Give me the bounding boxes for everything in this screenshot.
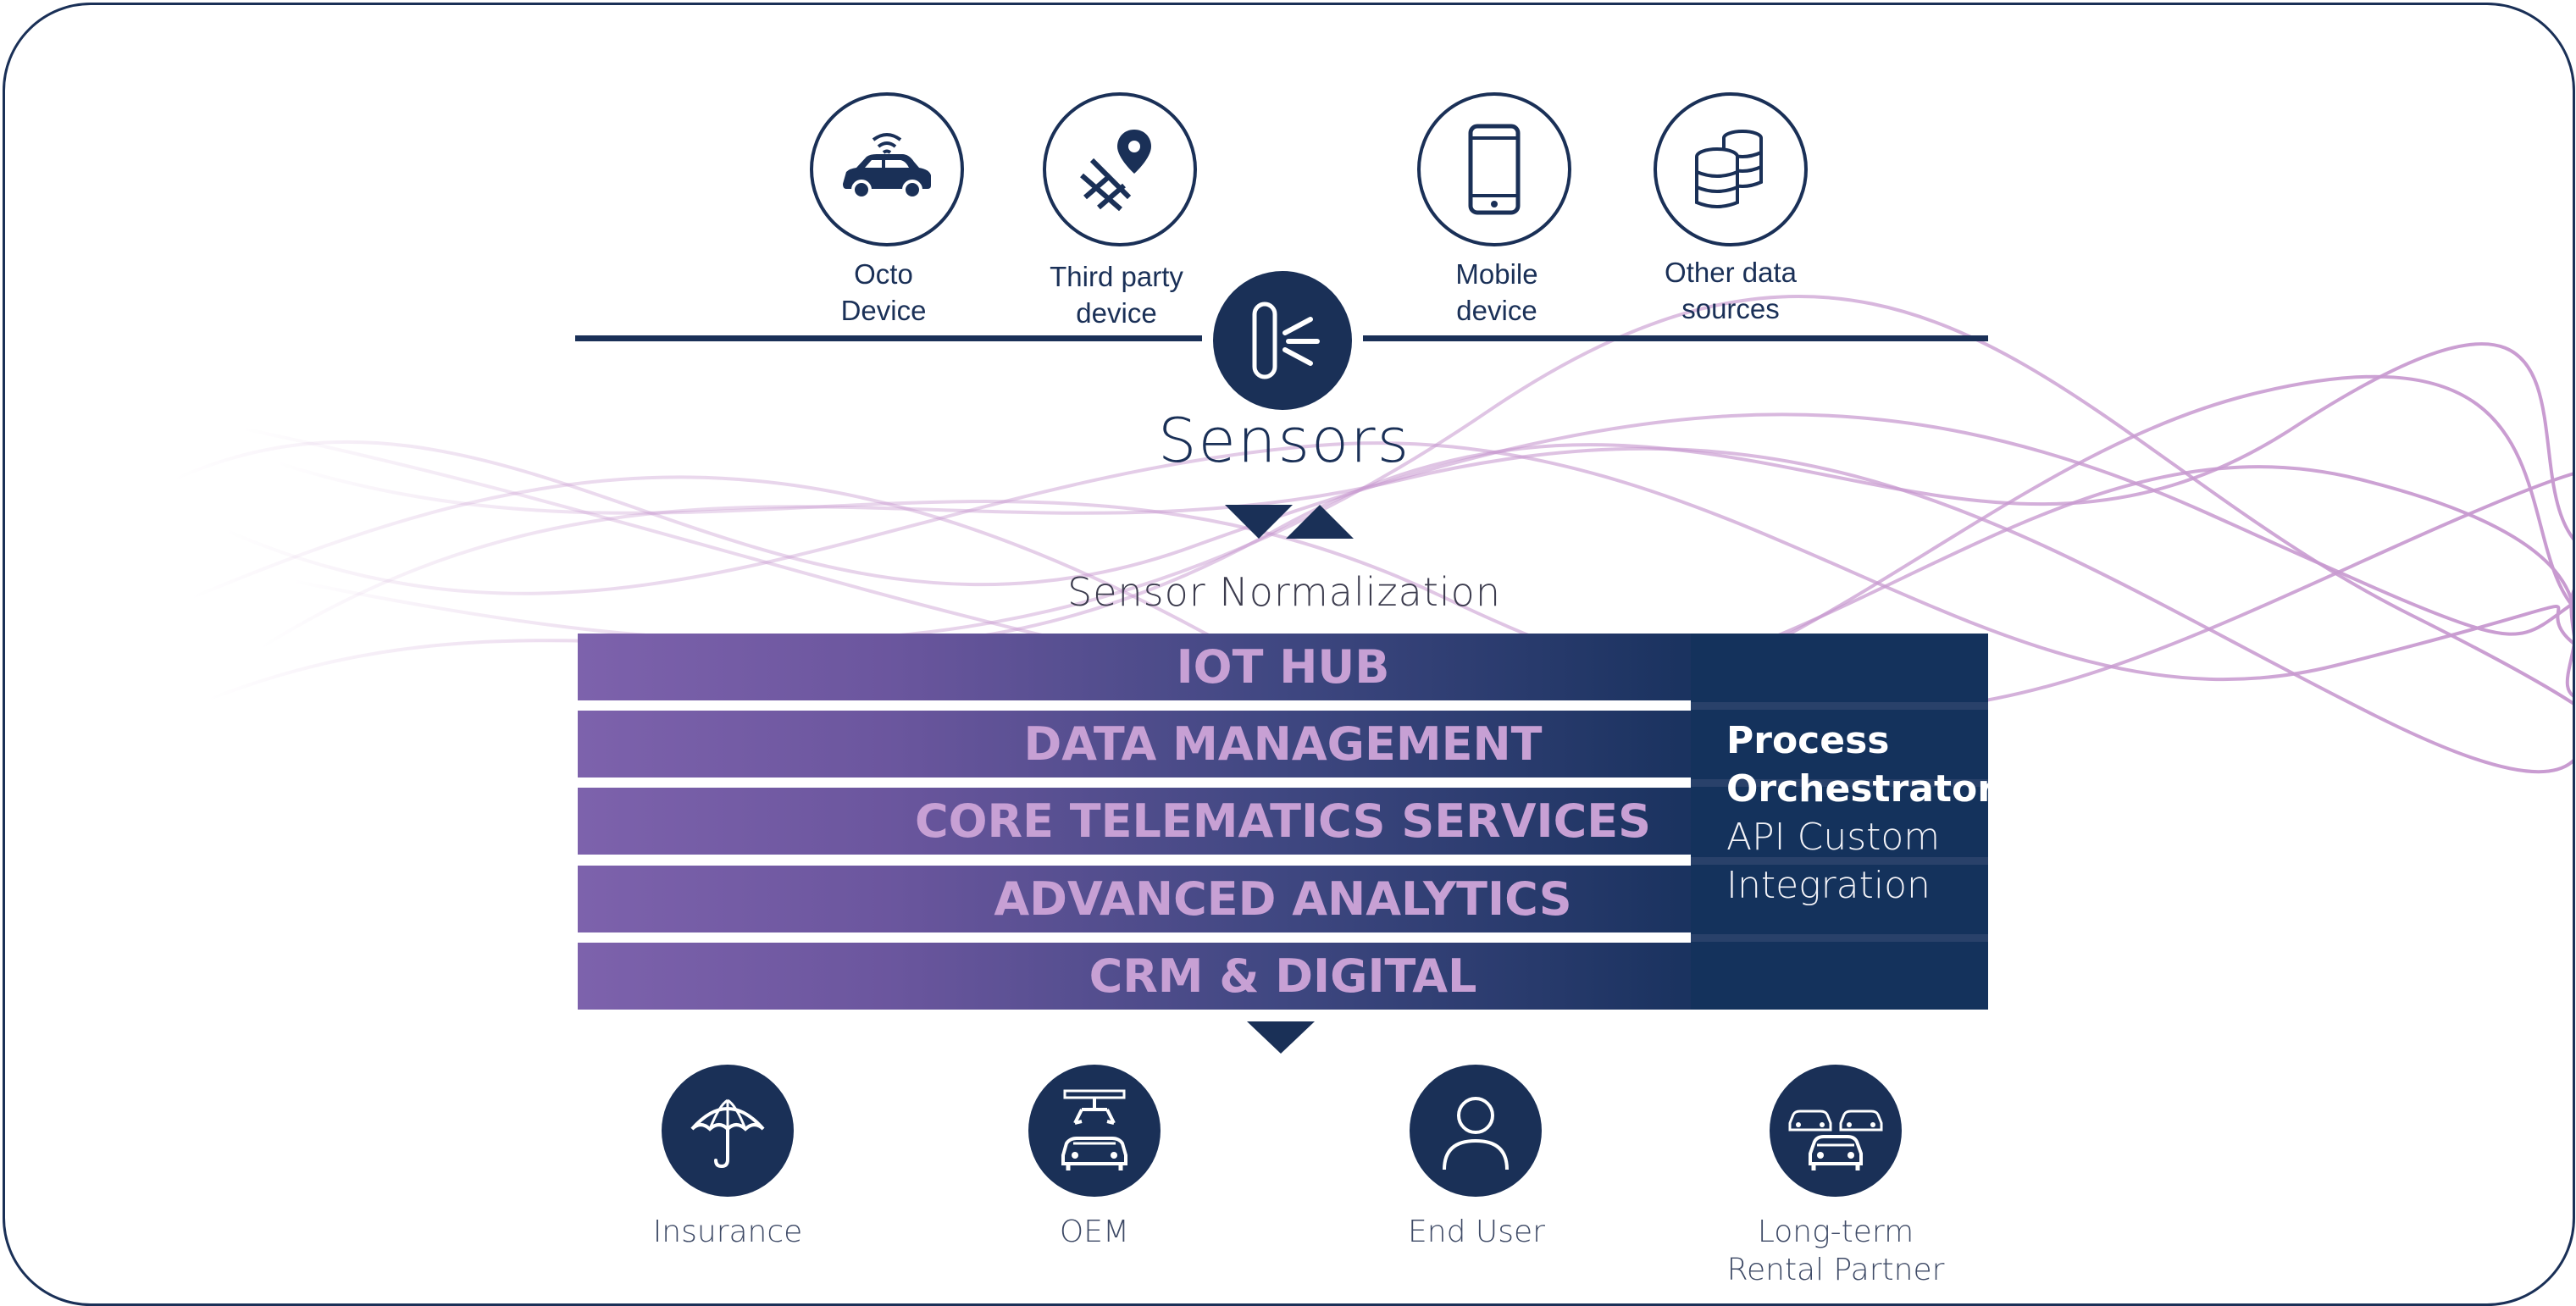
process-orchestrator-panel (1691, 634, 1988, 1010)
sources-line-right (1363, 335, 1988, 341)
sensor-arrows (1225, 505, 1354, 539)
customer-end-user-icon-circle (1410, 1065, 1542, 1197)
customer-label-long-term-rental-partner: Long-term Rental Partner (1726, 1215, 1945, 1287)
source-mobile-icon-circle (1417, 92, 1571, 246)
source-label-octo-device: Octo Device (840, 258, 927, 326)
sensor-signal-icon (1252, 302, 1320, 379)
source-label-third-party-device: Third party device (1050, 261, 1183, 329)
process-orchestrator-text: Process Orchestrator API Custom Integrat… (1726, 719, 1996, 907)
database-icon (1695, 130, 1763, 208)
sensors-hub-circle (1213, 271, 1352, 410)
car-fleet-icon (1788, 1110, 1883, 1170)
source-label-other-data-sources: Other data sources (1665, 257, 1797, 324)
map-pin-road-icon (1080, 130, 1151, 212)
sensors-title: Sensors (1157, 405, 1411, 476)
customer-rental-partner-icon-circle (1770, 1065, 1902, 1197)
user-icon (1443, 1097, 1509, 1170)
car-wifi-icon (843, 133, 931, 200)
customer-label-end-user: End User (1408, 1215, 1545, 1249)
arrow-down-icon (1225, 505, 1293, 539)
sources-line-left (575, 335, 1202, 341)
customer-oem-icon-circle (1028, 1065, 1161, 1197)
arrow-up-icon (1286, 505, 1354, 539)
source-third-party-icon-circle (1043, 92, 1197, 246)
smartphone-icon (1468, 124, 1521, 215)
customer-label-oem: OEM (1059, 1215, 1130, 1249)
source-other-data-icon-circle (1654, 92, 1808, 246)
robot-arm-car-icon (1061, 1089, 1127, 1170)
output-arrow-down-icon (1247, 1021, 1315, 1054)
customer-label-insurance: Insurance (652, 1215, 803, 1249)
sensor-normalization-label: Sensor Normalization (1067, 569, 1501, 615)
source-label-mobile-device: Mobile device (1455, 258, 1538, 326)
diagram-frame: Octo Device Third party device Mobile de… (3, 3, 2575, 1306)
customer-insurance-icon-circle (662, 1065, 794, 1197)
umbrella-icon (690, 1098, 765, 1169)
source-octo-device-icon-circle (810, 92, 964, 246)
